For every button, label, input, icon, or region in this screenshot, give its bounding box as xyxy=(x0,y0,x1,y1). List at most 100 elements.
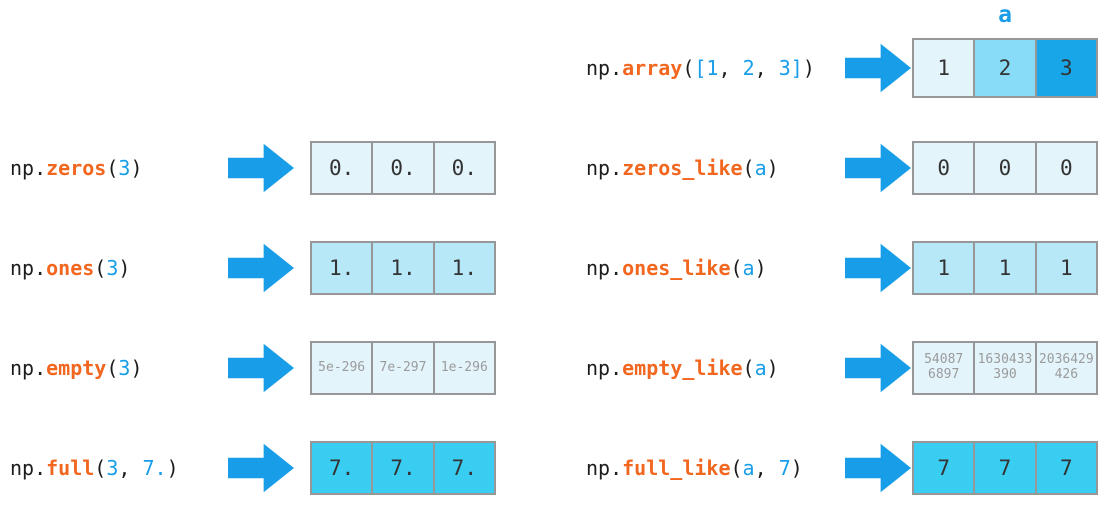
arrow-right-icon xyxy=(845,143,911,193)
code-token: np. xyxy=(586,456,623,480)
code-token: np. xyxy=(586,156,623,180)
arrow-right-icon xyxy=(845,343,911,393)
code-token: a xyxy=(742,456,755,480)
code-token: ) xyxy=(766,356,779,380)
code-token: a xyxy=(742,256,755,280)
code-token: ( xyxy=(106,356,119,380)
code-token: ones xyxy=(46,256,95,280)
array-cell: 1630433 390 xyxy=(973,343,1035,393)
array-box-ones: 1.1.1. xyxy=(310,241,496,295)
array-cell: 3 xyxy=(1034,40,1096,96)
code-np-ones-like: np.ones_like(a) xyxy=(586,256,767,280)
code-token: ( xyxy=(730,456,743,480)
code-np-array: np.array([1, 2, 3]) xyxy=(586,56,815,80)
code-token: ) xyxy=(118,256,131,280)
array-cell: 0 xyxy=(914,143,974,193)
code-token: np. xyxy=(10,156,47,180)
code-token: 3 xyxy=(118,356,131,380)
code-token: full xyxy=(46,456,95,480)
arrow-right-icon xyxy=(228,443,294,493)
code-token: ( xyxy=(742,356,755,380)
arrow-right-icon xyxy=(228,143,294,193)
code-token: 2 xyxy=(742,56,755,80)
array-box-zeros: 0.0.0. xyxy=(310,141,496,195)
code-token: full_like xyxy=(622,456,731,480)
array-cell: 7. xyxy=(432,443,494,493)
code-token: zeros xyxy=(46,156,107,180)
code-token: ( xyxy=(742,156,755,180)
code-token: 7 xyxy=(778,456,791,480)
array-cell: 7. xyxy=(371,443,433,493)
code-token: ones_like xyxy=(622,256,731,280)
code-np-full-like: np.full_like(a, 7) xyxy=(586,456,803,480)
array-cell: 0 xyxy=(1034,143,1096,193)
code-token: a xyxy=(754,356,767,380)
array-cell: 7 xyxy=(914,443,974,493)
row-np-ones: np.ones(3) 1.1.1. xyxy=(0,218,552,318)
code-token: 3 xyxy=(118,156,131,180)
code-token: ( xyxy=(730,256,743,280)
code-token: np. xyxy=(586,356,623,380)
code-token: ) xyxy=(790,456,803,480)
row-np-full: np.full(3, 7.) 7.7.7. xyxy=(0,418,552,506)
code-np-empty-like: np.empty_like(a) xyxy=(586,356,779,380)
code-token: ( xyxy=(94,456,107,480)
code-np-zeros-like: np.zeros_like(a) xyxy=(586,156,779,180)
code-token: [1 xyxy=(694,56,719,80)
code-token: np. xyxy=(10,456,47,480)
arrow-right-icon xyxy=(845,43,911,93)
array-cell: 0. xyxy=(371,143,433,193)
code-token: empty xyxy=(46,356,107,380)
array-cell: 1. xyxy=(312,243,372,293)
code-token: , xyxy=(754,456,779,480)
code-np-empty: np.empty(3) xyxy=(10,356,142,380)
array-cell: 2 xyxy=(973,40,1035,96)
array-cell: 7e-297 xyxy=(371,343,433,393)
code-token: ) xyxy=(130,356,143,380)
arrow-right-icon xyxy=(228,243,294,293)
array-label-a: a xyxy=(998,2,1012,28)
arrow-right-icon xyxy=(228,343,294,393)
array-cell: 7 xyxy=(973,443,1035,493)
array-cell: 5e-296 xyxy=(312,343,372,393)
code-token: 3] xyxy=(778,56,803,80)
array-cell: 7 xyxy=(1034,443,1096,493)
array-cell: 1. xyxy=(432,243,494,293)
code-token: ) xyxy=(130,156,143,180)
row-np-zeros: np.zeros(3) 0.0.0. xyxy=(0,118,552,218)
code-token: ) xyxy=(766,156,779,180)
code-token: ) xyxy=(166,456,179,480)
code-token: ( xyxy=(94,256,107,280)
code-token: 3 xyxy=(106,256,119,280)
code-token: , xyxy=(718,56,743,80)
array-cell: 1. xyxy=(371,243,433,293)
code-np-ones: np.ones(3) xyxy=(10,256,130,280)
code-token: array xyxy=(622,56,683,80)
arrow-right-icon xyxy=(845,443,911,493)
array-cell: 1 xyxy=(973,243,1035,293)
array-box-full: 7.7.7. xyxy=(310,441,496,495)
array-cell: 1e-296 xyxy=(432,343,494,393)
code-token: ( xyxy=(106,156,119,180)
code-token: np. xyxy=(586,56,623,80)
code-np-full: np.full(3, 7.) xyxy=(10,456,179,480)
code-token: ) xyxy=(754,256,767,280)
code-token: zeros_like xyxy=(622,156,743,180)
array-cell: 7. xyxy=(312,443,372,493)
code-token: np. xyxy=(10,356,47,380)
code-np-zeros: np.zeros(3) xyxy=(10,156,142,180)
code-token: , xyxy=(118,456,143,480)
array-cell: 2036429 426 xyxy=(1034,343,1096,393)
array-cell: 0. xyxy=(432,143,494,193)
